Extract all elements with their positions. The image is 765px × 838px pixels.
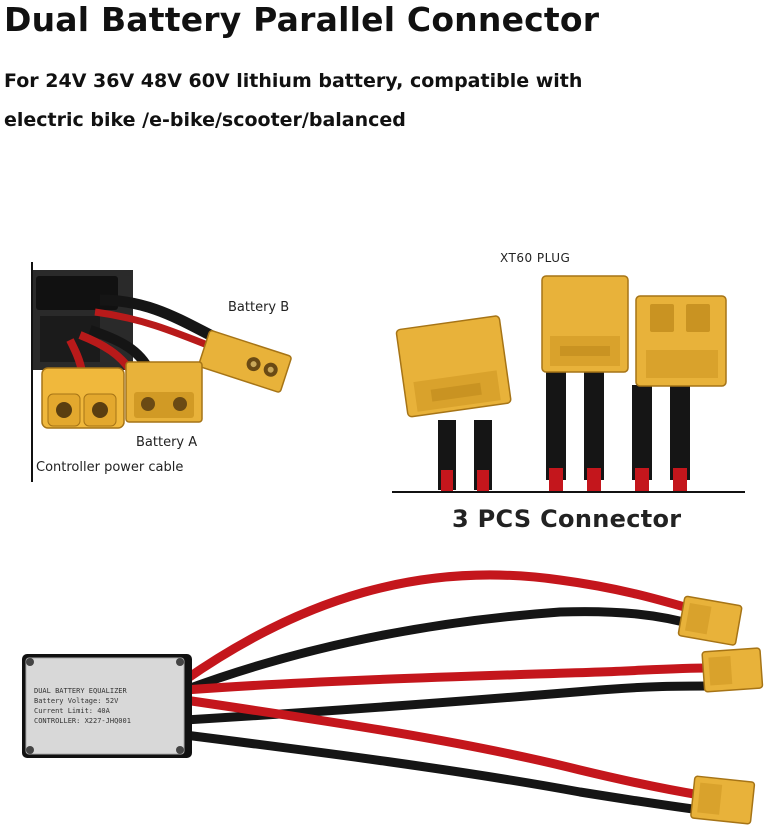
battery-b-label: Battery B (228, 300, 290, 315)
equalizer-line-1: DUAL BATTERY EQUALIZER (34, 687, 127, 695)
equalizer-line-3: Current Limit: 40A (34, 707, 110, 715)
left-wiring-photo (31, 262, 292, 482)
page-subtitle: For 24V 36V 48V 60V lithium battery, com… (4, 70, 583, 131)
equalizer-line-4: CONTROLLER: X227-JHQ001 (34, 717, 131, 725)
connector-count-label: 3 PCS Connector (452, 505, 682, 533)
battery-a-label: Battery A (136, 435, 198, 450)
xt60-plug-label: XT60 PLUG (500, 251, 571, 265)
controller-cable-label: Controller power cable (36, 460, 184, 475)
equalizer-line-2: Battery Voltage: 52V (34, 697, 119, 705)
equalizer-photo (22, 570, 764, 825)
page-title: Dual Battery Parallel Connector (4, 0, 600, 39)
xt60-plugs-photo (392, 275, 745, 493)
